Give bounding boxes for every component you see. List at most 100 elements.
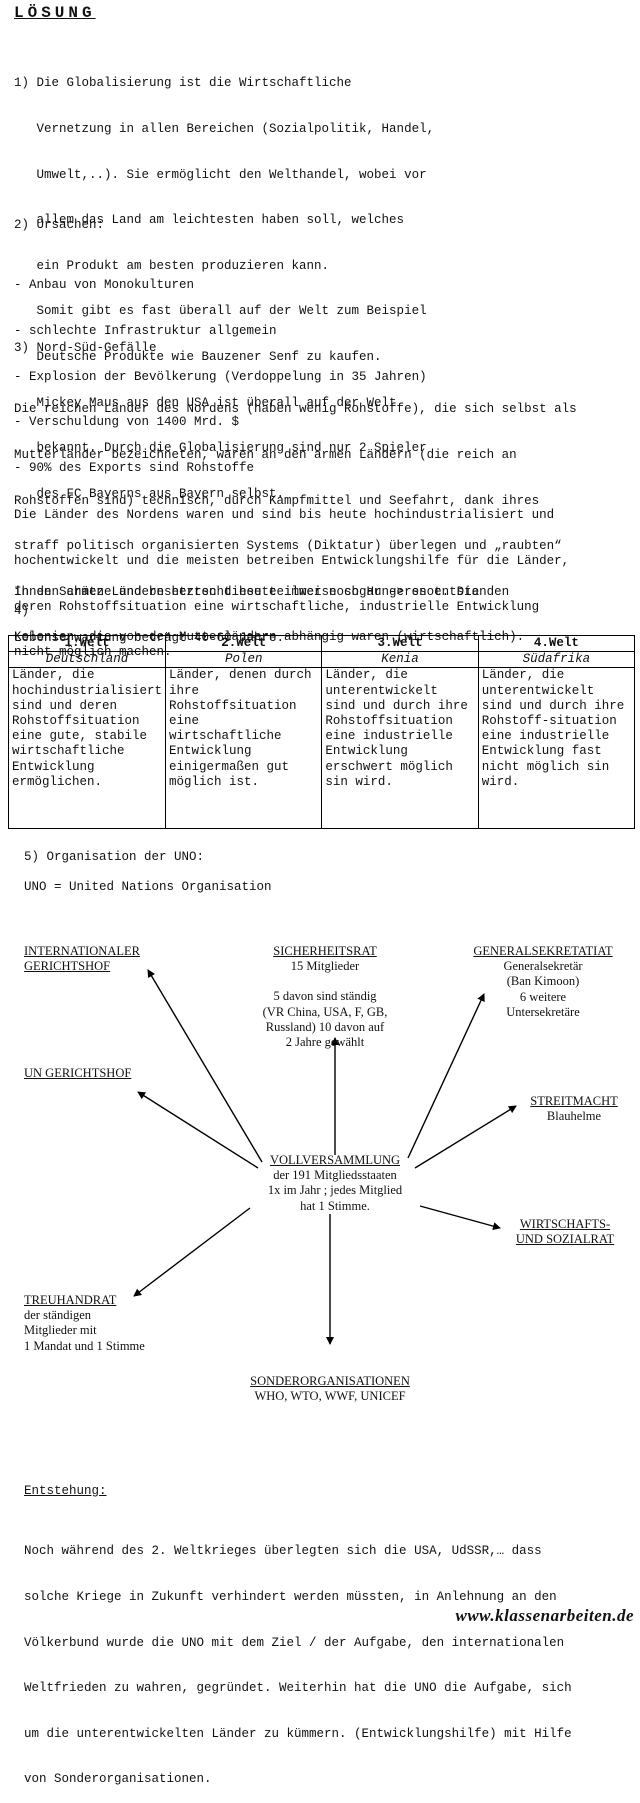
node-treuhandrat: TREUHANDRAT der ständigen Mitglieder mit…: [24, 1293, 145, 1354]
text-line: deren Rohstoffsituation eine wirtschaftl…: [14, 599, 540, 614]
node-title: TREUHANDRAT: [24, 1293, 117, 1307]
text-line: Noch während des 2. Weltkrieges überlegt…: [24, 1544, 542, 1559]
section-uno-heading: 5) Organisation der UNO:: [24, 850, 205, 864]
arrow-to-un-gerichtshof: [137, 1091, 259, 1169]
text-line: Mutterländer bezeichneten, waren an den …: [14, 448, 517, 463]
text-line: solche Kriege in Zukunft verhindert werd…: [24, 1590, 557, 1605]
list-item: - Explosion der Bevölkerung (Verdoppelun…: [14, 369, 427, 384]
arrow-to-generalsekretariat: [407, 993, 485, 1159]
text-line: ein Produkt am besten produzieren kann.: [14, 258, 330, 273]
node-title: UN GERICHTSHOF: [24, 1066, 132, 1080]
table-header: 1.Welt: [7, 634, 167, 653]
table-cell-description: Länder, denen durch ihre Rohstoffsituati…: [165, 667, 323, 830]
table-cell-description: Länder, die hochindustrialisiert sind un…: [7, 667, 167, 830]
node-text: Russland) 10 davon auf: [265, 1019, 385, 1034]
text-line: Völkerbund wurde die UNO mit dem Ziel / …: [24, 1635, 565, 1650]
arrow-to-internationaler-gerichtshof: [147, 969, 263, 1163]
node-text: 1 Mandat und 1 Stimme: [24, 1338, 145, 1353]
table-header: 3.Welt: [321, 634, 479, 653]
node-text: (VR China, USA, F, GB,: [262, 1004, 388, 1019]
text-line: hochentwickelt und die meisten betreiben…: [14, 554, 570, 569]
table-cell-country: Polen: [165, 651, 323, 669]
text-line: 1) Die Globalisierung ist die Wirtschaft…: [14, 76, 352, 91]
table-header: 4.Welt: [477, 634, 636, 653]
text-line: Mickey Maus aus den USA ist überall auf …: [14, 395, 397, 410]
welt-table: 1.Welt 2.Welt 3.Welt 4.Welt Deutschland …: [7, 634, 636, 830]
node-text: Mitglieder mit: [24, 1323, 97, 1338]
node-text: (Ban Kimoon): [506, 974, 580, 989]
section-welt-heading: 4): [14, 604, 30, 618]
text-line: Rohstoffen sind) technisch, durch Kampfm…: [14, 493, 540, 508]
table-header-row: 1.Welt 2.Welt 3.Welt 4.Welt: [7, 634, 636, 653]
node-text: 2 Jahre gewählt: [285, 1035, 365, 1050]
list-item: - Anbau von Monokulturen: [14, 278, 195, 293]
table-cell-country: Deutschland: [7, 651, 167, 669]
node-text: WHO, WTO, WWF, UNICEF: [254, 1389, 406, 1404]
entstehung-heading: Entstehung:: [24, 1484, 107, 1498]
uno-definition: UNO = United Nations Organisation: [24, 880, 272, 894]
node-generalsekretariat: GENERALSEKRETATIAT Generalsekretär (Ban …: [458, 944, 628, 1020]
node-text: Blauhelme: [546, 1109, 602, 1124]
section-ursachen-list: - Anbau von Monokulturen - schlechte Inf…: [14, 248, 427, 491]
node-un-gerichtshof: UN GERICHTSHOF: [24, 1066, 131, 1081]
node-title: UND SOZIALRAT: [515, 1232, 615, 1247]
node-title: WIRTSCHAFTS-: [519, 1217, 611, 1231]
node-text: 5 davon sind ständig: [273, 989, 377, 1004]
list-item: - schlechte Infrastruktur allgemein: [14, 324, 277, 339]
text-line: Die Länder des Nordens waren und sind bi…: [14, 508, 555, 523]
section-ursachen-heading: 2) Ursachen:: [14, 218, 105, 232]
footer-watermark: www.klassenarbeiten.de: [455, 1606, 634, 1625]
node-text: Untersekretäre: [506, 1004, 580, 1019]
text-line: Somit gibt es fast überall auf der Welt …: [14, 304, 427, 319]
node-vollversammlung: VOLLVERSAMMLUNG der 191 Mitgliedsstaaten…: [205, 1153, 465, 1214]
section-globalisierung: 1) Die Globalisierung ist die Wirtschaft…: [14, 46, 434, 517]
table-cell-description: Länder, die unterentwickelt sind und dur…: [321, 667, 479, 830]
text-line: um die unterentwickelten Länder zu kümme…: [24, 1726, 572, 1741]
node-text: Generalsekretär: [503, 959, 583, 974]
node-text: [225, 974, 425, 989]
text-line: ihnen Schätze und besetzten diese teilwe…: [14, 584, 510, 599]
list-item: - Verschuldung von 1400 Mrd. $: [14, 415, 240, 430]
table-row: Länder, die hochindustrialisiert sind un…: [7, 667, 636, 830]
table-header: 2.Welt: [165, 634, 323, 653]
node-title: INTERNATIONALER: [24, 944, 140, 958]
table-cell-country: Kenia: [321, 651, 479, 669]
node-title: VOLLVERSAMMLUNG: [269, 1153, 401, 1167]
node-title: SONDERORGANISATIONEN: [250, 1374, 410, 1388]
node-wirtschafts-und-sozialrat: WIRTSCHAFTS- UND SOZIALRAT: [500, 1217, 630, 1247]
arrow-to-streitmacht: [414, 1105, 517, 1169]
node-internationaler-gerichtshof: INTERNATIONALER GERICHTSHOF: [24, 944, 140, 974]
text-line: Deutsche Produkte wie Bauzener Senf zu k…: [14, 350, 382, 365]
text-line: Weltfrieden zu wahren, gegründet. Weiter…: [24, 1681, 572, 1696]
text-line: straff politisch organisierten Systems (…: [14, 539, 562, 554]
nord-sued-paragraph-1: Die reichen Länder des Nordens (haben we…: [14, 372, 577, 661]
section-nord-sued-heading: 3) Nord-Süd-Gefälle: [14, 341, 157, 355]
node-text: 6 weitere: [519, 989, 567, 1004]
node-text: hat 1 Stimme.: [300, 1198, 370, 1213]
node-text: 1x im Jahr ; jedes Mitglied: [267, 1183, 403, 1198]
text-line: Die reichen Länder des Nordens (haben we…: [14, 402, 577, 417]
text-line: des FC Bayerns aus Bayern selbst.: [14, 486, 285, 501]
node-title: STREITMACHT: [530, 1094, 618, 1108]
node-text: 15 Mitglieder: [290, 959, 360, 974]
entstehung-paragraph: Noch während des 2. Weltkrieges überlegt…: [24, 1514, 572, 1803]
uno-diagram-arrows: [133, 969, 517, 1345]
page-title: LÖSUNG: [14, 4, 96, 22]
arrow-to-treuhandrat: [133, 1207, 251, 1297]
table-cell-description: Länder, die unterentwickelt sind und dur…: [477, 667, 636, 830]
node-title: GENERALSEKRETATIAT: [473, 944, 613, 958]
node-streitmacht: STREITMACHT Blauhelme: [518, 1094, 630, 1124]
node-title: SICHERHEITSRAT: [273, 944, 377, 958]
list-item: - 90% des Exports sind Rohstoffe: [14, 460, 255, 475]
text-line: Umwelt,..). Sie ermöglicht den Welthande…: [14, 167, 427, 182]
text-line: von Sonderorganisationen.: [24, 1772, 212, 1787]
node-sicherheitsrat: SICHERHEITSRAT 15 Mitglieder 5 davon sin…: [225, 944, 425, 1050]
arrow-to-wirtschaftsrat: [419, 1205, 501, 1231]
table-cell-country: Südafrika: [477, 651, 636, 669]
node-text: der ständigen: [24, 1308, 91, 1323]
node-text: der 191 Mitgliedsstaaten: [273, 1168, 397, 1183]
text-line: bekannt. Durch die Globalisierung sind n…: [14, 441, 427, 456]
text-line: allem das Land am leichtesten haben soll…: [14, 213, 405, 228]
table-row: Deutschland Polen Kenia Südafrika: [7, 651, 636, 669]
text-line: Vernetzung in allen Bereichen (Sozialpol…: [14, 122, 435, 137]
